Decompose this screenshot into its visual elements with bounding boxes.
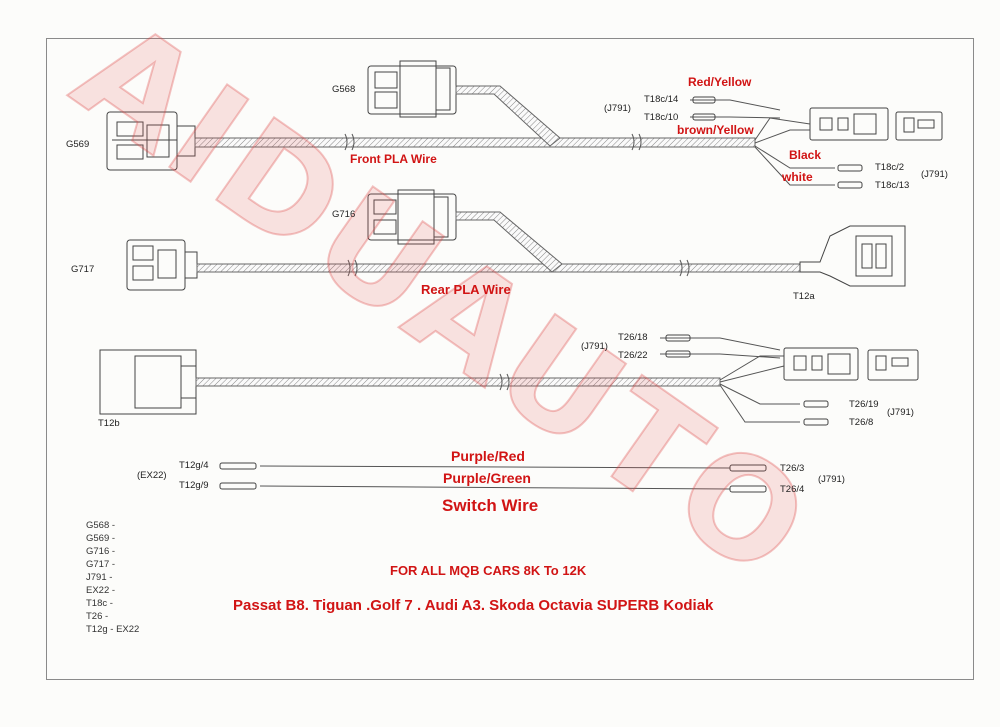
legend-item: T26 - bbox=[86, 611, 109, 622]
switch-wire-title: Switch Wire bbox=[442, 496, 539, 515]
front-module-label-bottom: (J791) bbox=[921, 169, 948, 180]
label-g569: G569 bbox=[66, 139, 90, 150]
pin-t26-8: T26/8 bbox=[849, 417, 874, 428]
legend-item: G716 - bbox=[86, 546, 116, 557]
label-t12b: T12b bbox=[98, 418, 120, 429]
third-main-cable bbox=[195, 377, 721, 387]
g716-branch-cable bbox=[455, 211, 563, 273]
legend-item: J791 - bbox=[86, 572, 113, 583]
front-fanout-black bbox=[754, 145, 835, 169]
color-purple-red: Purple/Red bbox=[451, 448, 525, 464]
t12a-connector bbox=[799, 225, 906, 287]
front-bottom-pins bbox=[837, 164, 863, 189]
color-white: white bbox=[782, 170, 813, 184]
g569-connector bbox=[106, 111, 196, 171]
cable-break-marks bbox=[344, 133, 642, 151]
third-module-label: (J791) bbox=[581, 341, 608, 352]
pin-t26-3: T26/3 bbox=[780, 463, 805, 474]
third-fanout-b2 bbox=[719, 384, 800, 423]
front-main-cable bbox=[194, 137, 756, 148]
color-brown-yellow: brown/Yellow bbox=[677, 123, 754, 137]
front-fanout-top bbox=[754, 117, 811, 141]
color-red-yellow: Red/Yellow bbox=[688, 75, 752, 89]
compatibility-note: FOR ALL MQB CARS 8K To 12K bbox=[390, 563, 587, 578]
g716-connector bbox=[367, 189, 457, 245]
g717-connector bbox=[126, 239, 198, 291]
g568-branch-cable bbox=[455, 85, 561, 147]
j791-rear-module bbox=[783, 347, 919, 381]
third-top-pins bbox=[660, 334, 781, 359]
third-fanout-mid bbox=[719, 365, 785, 383]
legend-item: G717 - bbox=[86, 559, 116, 570]
front-top-pins bbox=[690, 96, 781, 121]
color-purple-green: Purple/Green bbox=[443, 470, 531, 486]
front-fanout-white bbox=[754, 146, 835, 186]
legend-item: T12g - EX22 bbox=[86, 624, 140, 635]
pin-t18c-2: T18c/2 bbox=[875, 162, 905, 173]
pin-t26-22: T26/22 bbox=[618, 350, 648, 361]
front-pla-wire-title: Front PLA Wire bbox=[350, 152, 437, 166]
front-module-label: (J791) bbox=[604, 103, 631, 114]
color-black: Black bbox=[789, 148, 822, 162]
legend-item: G568 - bbox=[86, 520, 116, 531]
pin-t26-4: T26/4 bbox=[780, 484, 805, 495]
label-t12a: T12a bbox=[793, 291, 815, 302]
rear-main-cable bbox=[196, 263, 801, 273]
pin-t12g-4: T12g/4 bbox=[179, 460, 209, 471]
third-fanout-b1 bbox=[719, 383, 800, 405]
pin-t18c-13: T18c/13 bbox=[875, 180, 910, 191]
third-module-label-bottom: (J791) bbox=[887, 407, 914, 418]
legend-item: T18c - bbox=[86, 598, 113, 609]
switch-wires bbox=[219, 462, 767, 493]
legend-item: G569 - bbox=[86, 533, 116, 544]
pin-t26-19: T26/19 bbox=[849, 399, 879, 410]
third-bottom-pins bbox=[803, 400, 829, 426]
switch-module-label: (J791) bbox=[818, 474, 845, 485]
g568-connector bbox=[367, 60, 457, 118]
third-fanout-top bbox=[719, 355, 784, 381]
models-note: Passat B8. Tiguan .Golf 7 . Audi A3. Sko… bbox=[233, 597, 714, 614]
label-g717: G717 bbox=[71, 264, 95, 275]
pin-t12g-9: T12g/9 bbox=[179, 480, 209, 491]
pin-t26-18: T26/18 bbox=[618, 332, 648, 343]
diagram-frame bbox=[46, 38, 974, 680]
front-fanout-mid bbox=[754, 129, 810, 144]
label-g716: G716 bbox=[332, 209, 356, 220]
pin-t18c-14: T18c/14 bbox=[644, 94, 679, 105]
pin-t18c-10: T18c/10 bbox=[644, 112, 679, 123]
label-g568: G568 bbox=[332, 84, 356, 95]
ex22-module-label: (EX22) bbox=[137, 470, 167, 481]
rear-pla-wire-title: Rear PLA Wire bbox=[421, 282, 511, 297]
t12b-connector bbox=[99, 349, 197, 415]
legend-item: EX22 - bbox=[86, 585, 116, 596]
j791-front-module bbox=[809, 107, 943, 141]
